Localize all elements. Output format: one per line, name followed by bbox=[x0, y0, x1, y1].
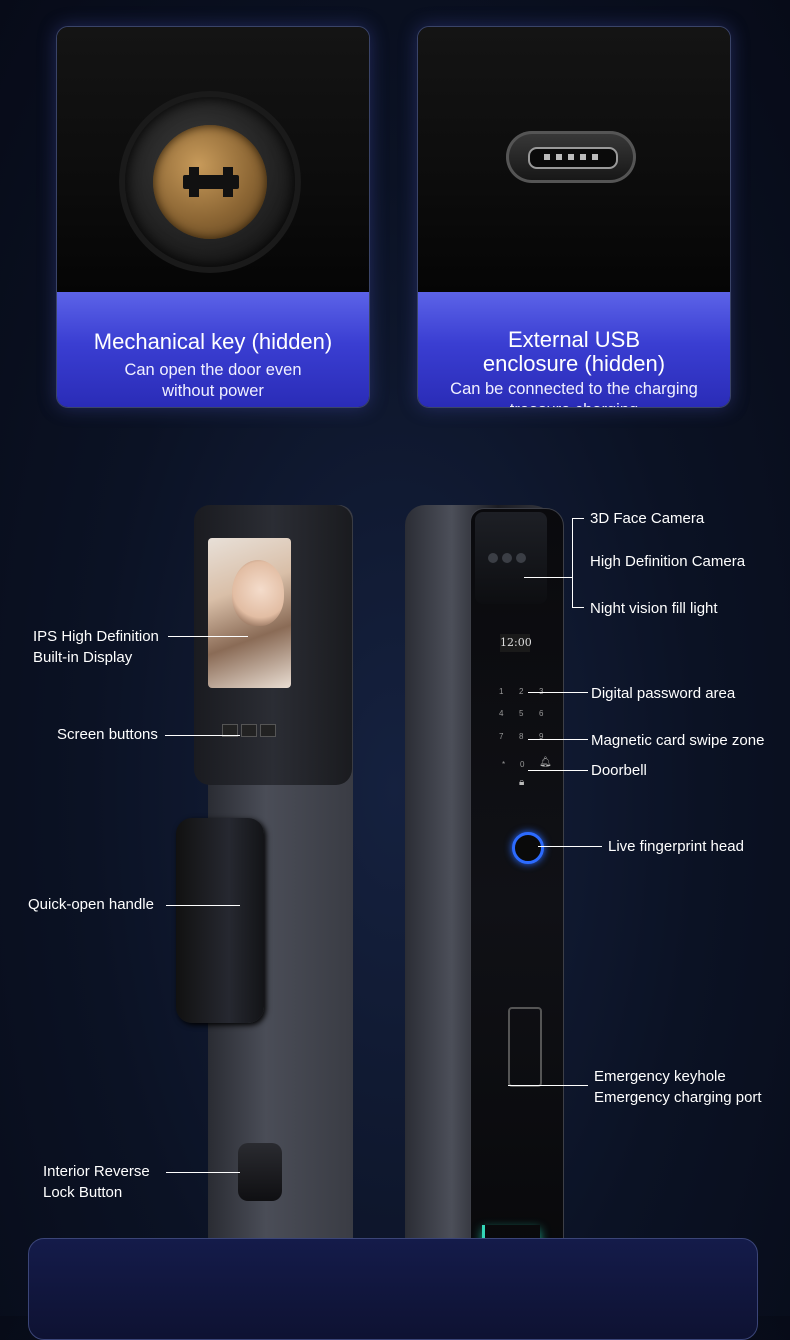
callout-line bbox=[524, 577, 572, 578]
keypad-key: 5 bbox=[519, 709, 524, 718]
quick-open-handle bbox=[176, 818, 264, 1023]
next-section-frame bbox=[28, 1238, 758, 1340]
label-reverse-lock: Interior Reverse Lock Button bbox=[43, 1163, 150, 1201]
label-hd-camera: High Definition Camera bbox=[590, 553, 746, 570]
lock-clock: 12:00 bbox=[500, 634, 532, 652]
screen-button-right bbox=[260, 724, 276, 737]
camera-lens-icon bbox=[488, 553, 498, 563]
key-cylinder-icon bbox=[125, 97, 295, 267]
card-subtitle: Can be connected to the charging treasur… bbox=[450, 380, 698, 407]
label-password-area: Digital password area bbox=[591, 685, 736, 702]
reverse-lock-knob bbox=[238, 1143, 282, 1201]
fingerprint-sensor-icon bbox=[512, 832, 544, 864]
callout-line bbox=[166, 1172, 240, 1173]
exterior-front-panel bbox=[470, 508, 564, 1300]
key-cylinder-photo bbox=[57, 27, 369, 292]
feature-card-mechanical-key: Mechanical key (hidden) Can open the doo… bbox=[56, 26, 370, 408]
label-screen-buttons: Screen buttons bbox=[57, 726, 158, 743]
callout-line bbox=[528, 739, 588, 740]
label-face-camera: 3D Face Camera bbox=[590, 510, 705, 527]
keypad-key: 1 bbox=[499, 687, 504, 696]
callout-line bbox=[166, 905, 240, 906]
card-title: Mechanical key (hidden) bbox=[93, 329, 333, 354]
emergency-keyhole bbox=[508, 1007, 542, 1087]
camera-lens-icon bbox=[502, 553, 512, 563]
camera-lens-icon bbox=[516, 553, 526, 563]
usb-port-icon bbox=[506, 131, 636, 183]
callout-line bbox=[168, 636, 248, 637]
callout-line bbox=[538, 846, 602, 847]
label-night-vision: Night vision fill light bbox=[590, 600, 718, 617]
callout-line bbox=[528, 692, 588, 693]
callout-line bbox=[508, 1085, 588, 1086]
keypad-key: 6 bbox=[539, 709, 544, 718]
keypad-key: 8 bbox=[519, 732, 524, 741]
screen-button-middle bbox=[241, 724, 257, 737]
label-fingerprint: Live fingerprint head bbox=[608, 838, 744, 855]
card-title: External USB enclosure (hidden) bbox=[482, 327, 666, 376]
callout-line bbox=[528, 770, 588, 771]
feature-card-usb: External USB enclosure (hidden) Can be c… bbox=[417, 26, 731, 408]
label-display: IPS High Definition Built-in Display bbox=[33, 628, 159, 666]
doorbell-icon: 🔔︎ bbox=[539, 757, 552, 768]
keypad-key: 3 bbox=[539, 687, 543, 696]
keypad-key: 2 bbox=[519, 687, 524, 696]
keypad-key: 9 bbox=[539, 732, 544, 741]
display-portrait bbox=[232, 560, 284, 626]
usb-port-photo bbox=[418, 27, 730, 292]
card-caption: Mechanical key (hidden) Can open the doo… bbox=[57, 292, 369, 407]
lock-icon: 🔒︎ bbox=[519, 777, 525, 788]
card-subtitle: Can open the door even without power bbox=[124, 361, 302, 400]
label-emergency: Emergency keyhole Emergency charging por… bbox=[594, 1068, 762, 1106]
callout-bracket bbox=[572, 518, 573, 608]
keypad-key: 4 bbox=[499, 709, 504, 718]
keypad-key: * bbox=[502, 760, 506, 769]
keypad-key: 7 bbox=[499, 732, 504, 741]
label-handle: Quick-open handle bbox=[28, 896, 154, 913]
card-caption: External USB enclosure (hidden) Can be c… bbox=[418, 292, 730, 407]
label-card-swipe: Magnetic card swipe zone bbox=[591, 732, 765, 749]
label-doorbell: Doorbell bbox=[591, 762, 647, 779]
callout-line bbox=[165, 735, 240, 736]
screen-button-left bbox=[222, 724, 238, 737]
keypad-key: 0 bbox=[520, 760, 525, 769]
